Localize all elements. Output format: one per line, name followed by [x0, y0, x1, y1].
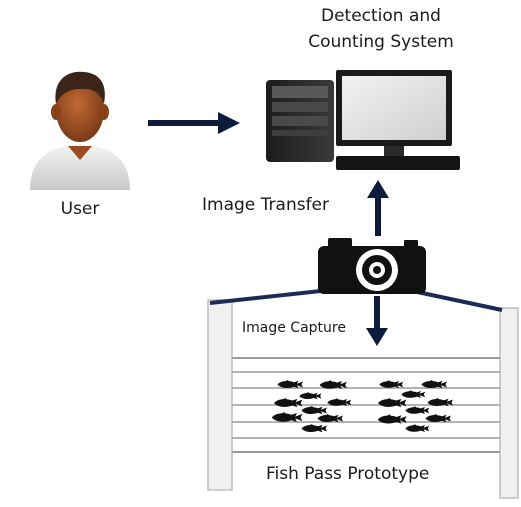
user-avatar-icon — [30, 71, 130, 190]
fish-icon — [317, 414, 343, 423]
fish-icon — [271, 412, 303, 422]
fish-icon — [274, 398, 303, 408]
computer-monitor — [336, 70, 460, 170]
fish-icon — [299, 392, 322, 400]
fish-icon — [405, 424, 430, 432]
system-title-line2: Counting System — [308, 32, 454, 52]
user-label: User — [60, 199, 100, 219]
fish-icon — [401, 390, 426, 398]
desktop-computer-icon — [266, 70, 460, 170]
image-capture-label: Image Capture — [242, 320, 346, 336]
arrow-image-capture — [366, 296, 388, 346]
camera-icon — [318, 238, 426, 294]
fish-icon — [379, 380, 404, 388]
fish-icon — [425, 414, 451, 423]
fish-icon — [277, 380, 303, 389]
computer-tower — [266, 80, 334, 162]
fish-icon — [421, 380, 447, 389]
fish-icon — [378, 398, 407, 408]
system-title-line1: Detection and — [321, 6, 441, 26]
fish-icon — [301, 406, 327, 415]
arrow-image-transfer — [367, 180, 389, 236]
fish-pass-label: Fish Pass Prototype — [266, 464, 430, 484]
fish-pass-prototype — [207, 288, 519, 499]
arrow-user-to-computer — [148, 112, 240, 134]
fish-icon — [405, 406, 430, 414]
image-transfer-label: Image Transfer — [202, 195, 330, 215]
fish-icon — [301, 424, 327, 433]
